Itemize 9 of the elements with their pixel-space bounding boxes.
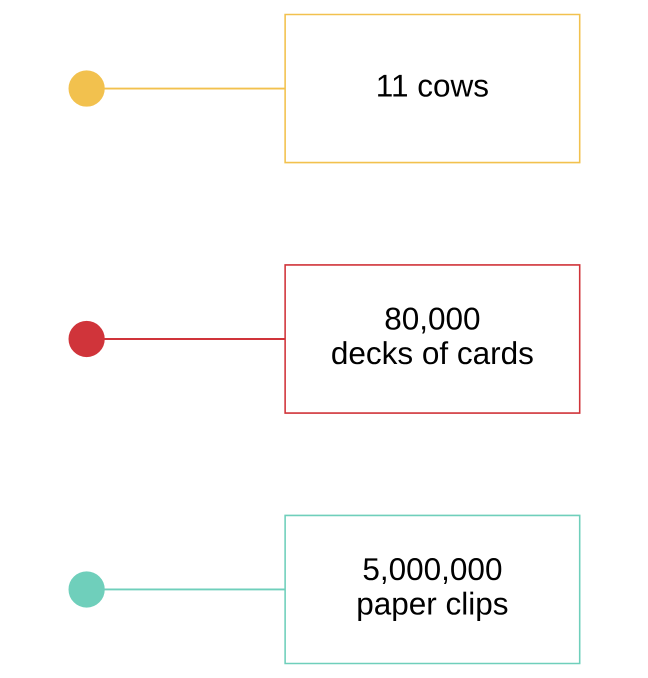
connector [104,88,284,90]
node-circle [68,571,104,608]
node-box: 80,000 decks of cards [284,264,580,414]
node-box: 5,000,000 paper clips [284,514,580,664]
node-box: 11 cows [284,14,580,164]
connector [104,338,284,340]
node-circle [68,70,104,107]
node-circle [68,320,104,358]
connector [104,588,284,590]
